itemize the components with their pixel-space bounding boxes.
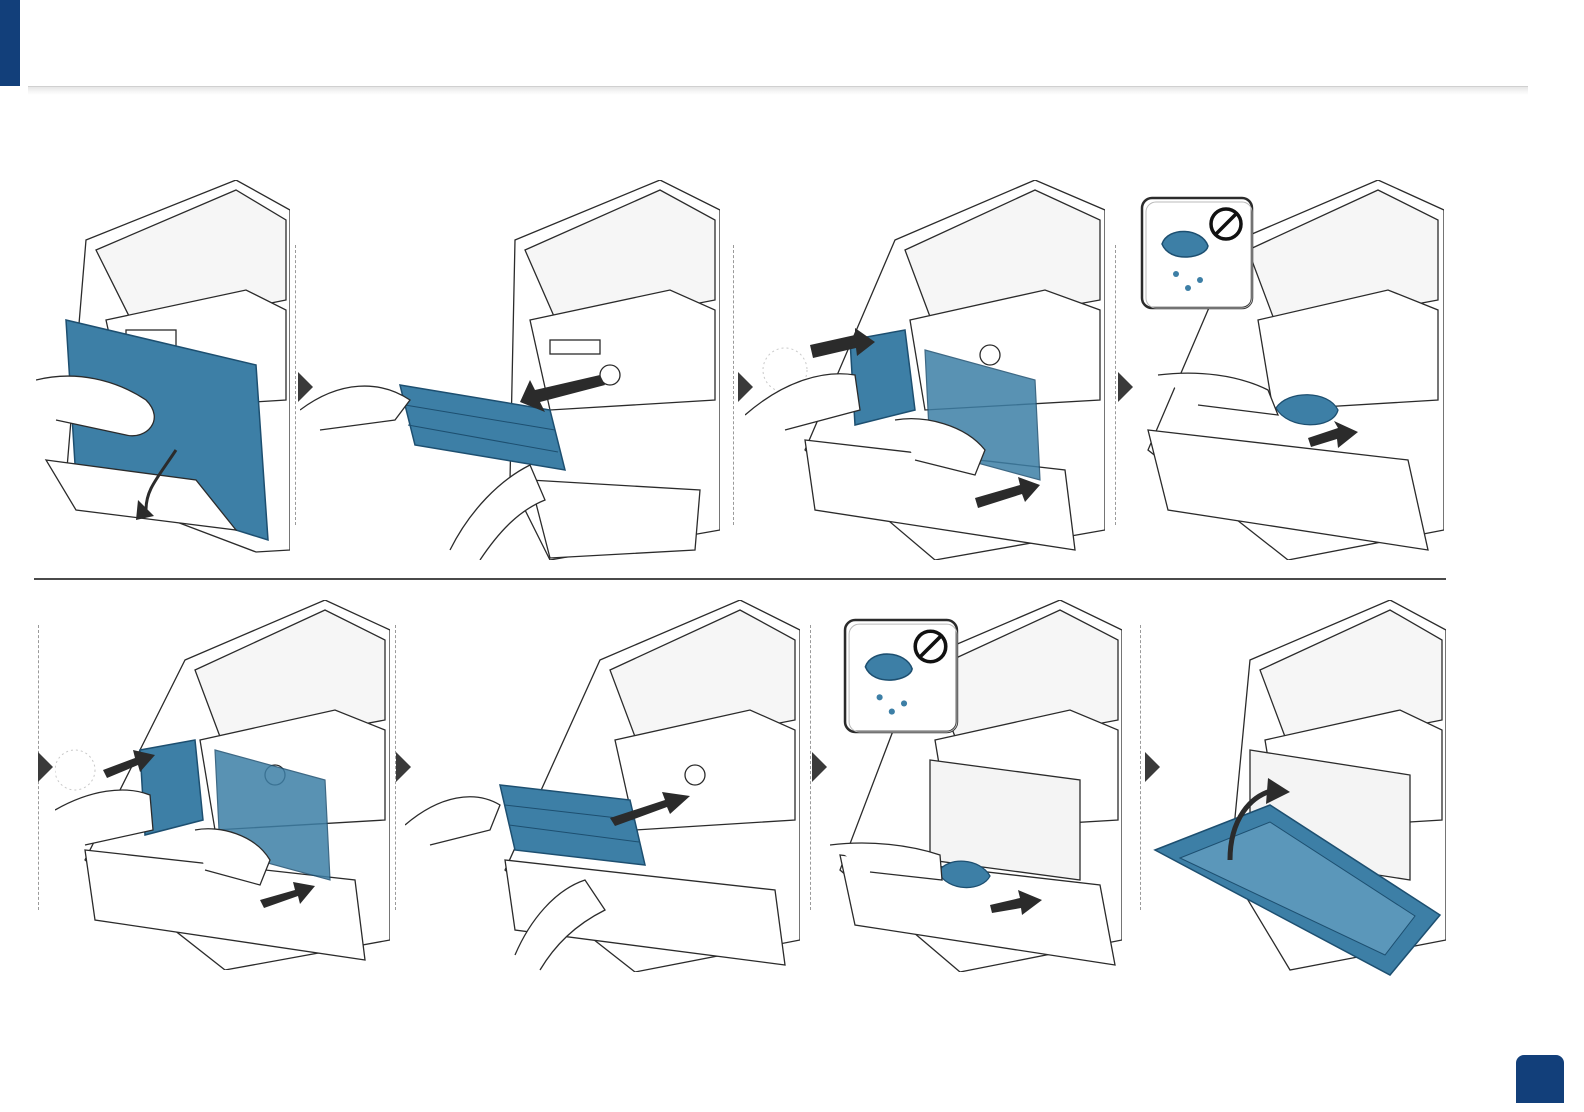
printer-illustration — [745, 180, 1105, 560]
row-divider — [34, 578, 1446, 580]
printer-illustration — [300, 180, 720, 560]
next-step-arrow-icon — [1118, 372, 1133, 402]
header-rule — [28, 86, 1528, 95]
step-2-remove-imaging-unit — [300, 180, 720, 560]
no-wet-cloth-warning — [1140, 196, 1256, 312]
step-8-close-front-door — [1150, 600, 1446, 980]
no-wet-cloth-warning — [843, 618, 961, 736]
step-5-insert-waste-toner-container — [55, 600, 390, 970]
no-wet-cloth-icon — [1140, 196, 1256, 312]
step-1-open-front-door — [36, 180, 290, 560]
next-step-arrow-icon — [812, 752, 827, 782]
hand — [300, 386, 410, 430]
printer-illustration — [405, 600, 800, 972]
printer-illustration — [55, 600, 390, 970]
hand — [405, 797, 500, 845]
page-number-badge — [1516, 1055, 1564, 1103]
no-wet-cloth-icon — [843, 618, 961, 736]
step-3-remove-waste-toner-container — [745, 180, 1105, 560]
printer-illustration — [1150, 600, 1446, 980]
step-6-insert-imaging-unit — [405, 600, 800, 972]
next-step-arrow-icon — [38, 752, 53, 782]
printer-illustration — [36, 180, 290, 560]
chapter-tab — [0, 0, 20, 86]
